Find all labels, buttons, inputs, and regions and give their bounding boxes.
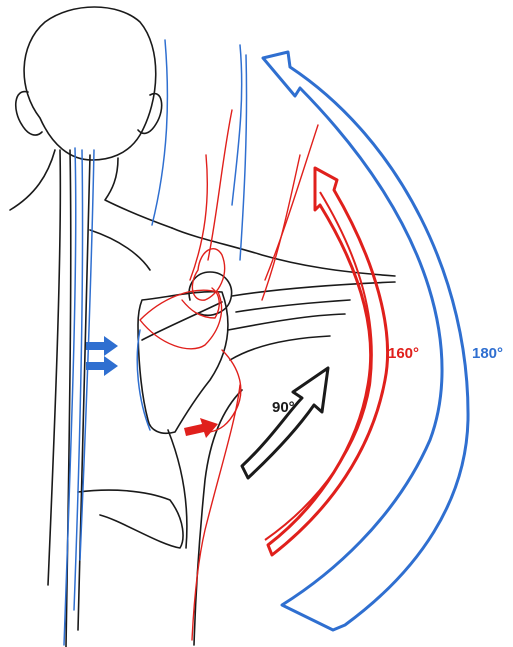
label-160: 160°: [388, 345, 419, 362]
red-glenoid: [181, 287, 220, 319]
blue-arrow-lower: [86, 356, 118, 376]
arc-arrow-160: [266, 166, 389, 557]
head-outline: [23, 6, 157, 161]
blue-arrow-upper: [86, 336, 118, 356]
red-lat: [209, 349, 242, 433]
scapula-spine: [141, 301, 223, 341]
body-outline: [9, 6, 396, 647]
neck-left: [9, 149, 56, 211]
right-ear: [137, 92, 163, 135]
red-body-side: [191, 384, 241, 641]
blue-arm-line-3: [239, 54, 248, 261]
blue-spine-2: [73, 149, 84, 611]
left-ear: [15, 90, 43, 136]
arm-mid-line: [235, 299, 351, 313]
arc-arrow-160-inner: [264, 191, 373, 541]
armpit-line: [229, 335, 331, 361]
blue-spine-1: [63, 147, 77, 646]
spine-line-3: [47, 149, 62, 586]
blue-full-elevation-lines: [63, 39, 248, 646]
lat-edge: [167, 429, 188, 549]
body-side: [193, 389, 243, 646]
red-arm-line-4: [264, 124, 319, 281]
arc-arrow-180: [261, 50, 470, 632]
scapula: [137, 290, 229, 435]
red-arm-line-3: [261, 154, 301, 301]
blue-arm-line-1: [151, 39, 169, 226]
blue-arm-line-2: [231, 44, 243, 206]
back-contour: [89, 229, 151, 271]
blue-spine-3: [79, 149, 95, 561]
red-scapula: [139, 289, 223, 350]
red-push-arrow: [184, 418, 218, 438]
arm-lower-line: [227, 313, 346, 331]
arrow-90: [240, 366, 330, 480]
lower-back-contour: [77, 489, 184, 549]
blue-push-arrows: [86, 336, 118, 376]
red-partial-elevation-lines: [139, 109, 319, 641]
label-90: 90°: [272, 399, 295, 416]
red-arm-line-2: [207, 109, 233, 261]
arm-upper-line: [231, 281, 396, 297]
label-180: 180°: [472, 345, 503, 362]
blue-scapula-edge: [136, 329, 151, 431]
red-arm-line-1: [189, 154, 208, 281]
